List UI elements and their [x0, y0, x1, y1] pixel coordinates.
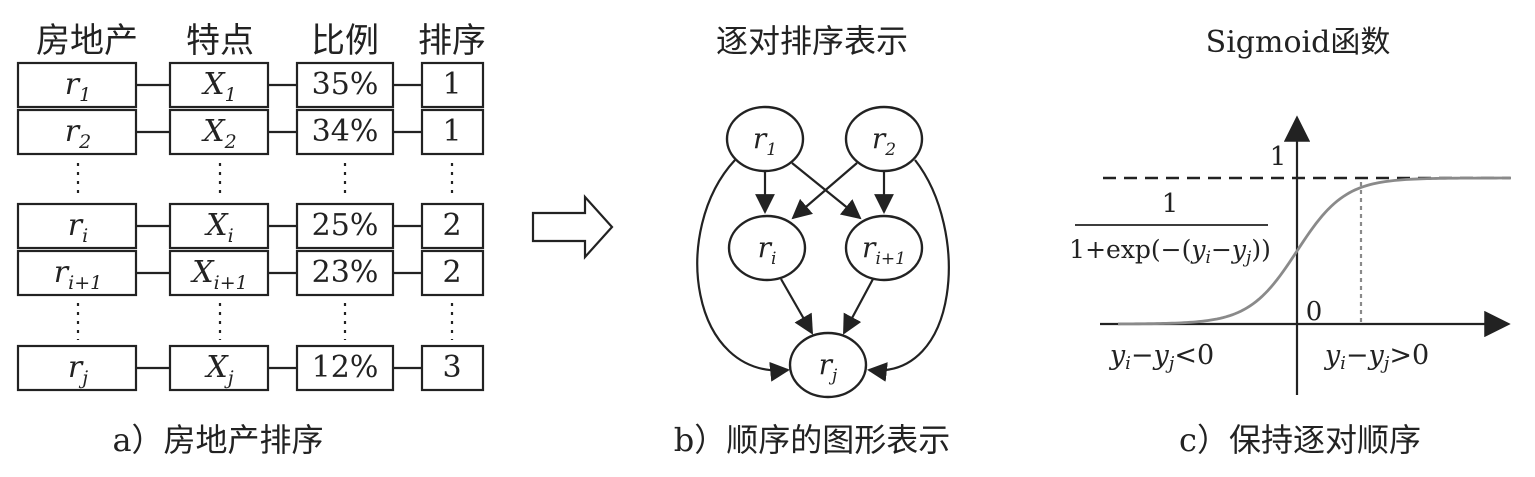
panel-c-sigmoid: Sigmoid函数 1 0 1 1+exp(−(yi−yj)) yi−yj<0 … [1069, 25, 1511, 459]
caption-b: b）顺序的图形表示 [674, 421, 951, 459]
cell-box [295, 108, 395, 156]
property-label: r2 [65, 114, 91, 153]
node-label: r2 [872, 122, 896, 160]
node-ellipse [844, 214, 924, 282]
table-row: rj Xj 12% 3 [16, 344, 485, 392]
origin-label: 0 [1306, 297, 1323, 327]
panel-c-title: Sigmoid函数 [1206, 25, 1391, 60]
node-ellipse [788, 331, 868, 399]
cell-box [16, 61, 138, 109]
edge-ri1-rj [843, 278, 874, 335]
cell-box [420, 249, 485, 297]
cell-box [420, 61, 485, 109]
cell-box [16, 249, 138, 297]
ratio-value: 25% [312, 208, 379, 243]
rank-value: 2 [442, 208, 461, 243]
property-label: r1 [65, 67, 91, 106]
ratio-value: 12% [312, 350, 379, 385]
caption-c: c）保持逐对顺序 [1179, 421, 1421, 459]
panel-b-title: 逐对排序表示 [716, 22, 908, 60]
ratio-value: 34% [312, 114, 379, 149]
node-ellipse [844, 105, 924, 173]
rank-value: 3 [442, 350, 461, 385]
node-rj: rj [788, 331, 868, 399]
node-label: rj [819, 348, 838, 386]
node-ellipse [727, 214, 807, 282]
property-label: rj [68, 350, 88, 389]
caption-a: a）房地产排序 [112, 421, 323, 459]
header-property: 房地产 [36, 21, 138, 61]
node-r2: r2 [844, 105, 924, 173]
property-label: ri [68, 208, 88, 247]
edge-ri-rj [780, 278, 813, 335]
cell-box [168, 108, 270, 156]
feature-label: X1 [201, 67, 236, 106]
y-one-label: 1 [1270, 142, 1287, 172]
table-row: ri+1 Xi+1 23% 2 [16, 249, 485, 297]
cell-box [420, 202, 485, 250]
header-feature: 特点 [186, 21, 254, 61]
feature-label: Xi+1 [190, 255, 247, 294]
property-label: ri+1 [54, 255, 102, 294]
sigmoid-curve [1117, 176, 1511, 326]
rank-value: 2 [442, 255, 461, 290]
header-rank: 排序 [418, 21, 486, 61]
formula-denominator: 1+exp(−(yi−yj)) [1069, 235, 1271, 268]
node-r1: r1 [725, 105, 805, 173]
edge-r1-rj [696, 159, 790, 382]
table-row: r2 X2 34% 1 [16, 108, 485, 156]
node-ri1: ri+1 [844, 214, 924, 282]
cell-box [16, 108, 138, 156]
node-label: ri [758, 231, 777, 269]
table-row: r1 X1 35% 1 [16, 61, 485, 109]
node-ri: ri [727, 214, 807, 282]
ratio-value: 23% [312, 255, 379, 290]
table-row: ri Xi 25% 2 [16, 202, 485, 250]
left-region-label: yi−yj<0 [1109, 340, 1214, 374]
cell-box [16, 344, 138, 392]
rank-value: 1 [442, 67, 461, 102]
header-ratio: 比例 [311, 21, 379, 61]
panel-b-order-graph: 逐对排序表示 r1 r2 ri ri+1 rj b）顺序的图形表示 [674, 22, 951, 459]
edge-r2-ri [791, 162, 858, 220]
cell-box [168, 61, 270, 109]
cell-box [295, 249, 395, 297]
feature-label: Xi [204, 208, 233, 247]
transition-arrow-icon [531, 194, 614, 260]
feature-label: X2 [201, 114, 236, 153]
ratio-value: 35% [312, 67, 379, 102]
edge-r2-rj [867, 159, 950, 382]
formula-numerator: 1 [1162, 189, 1179, 219]
right-region-label: yi−yj>0 [1324, 340, 1429, 374]
node-label: r1 [753, 122, 777, 160]
rank-value: 1 [442, 114, 461, 149]
node-label: ri+1 [862, 231, 906, 269]
cell-box [295, 61, 395, 109]
node-ellipse [725, 105, 805, 173]
feature-label: Xj [204, 350, 233, 389]
